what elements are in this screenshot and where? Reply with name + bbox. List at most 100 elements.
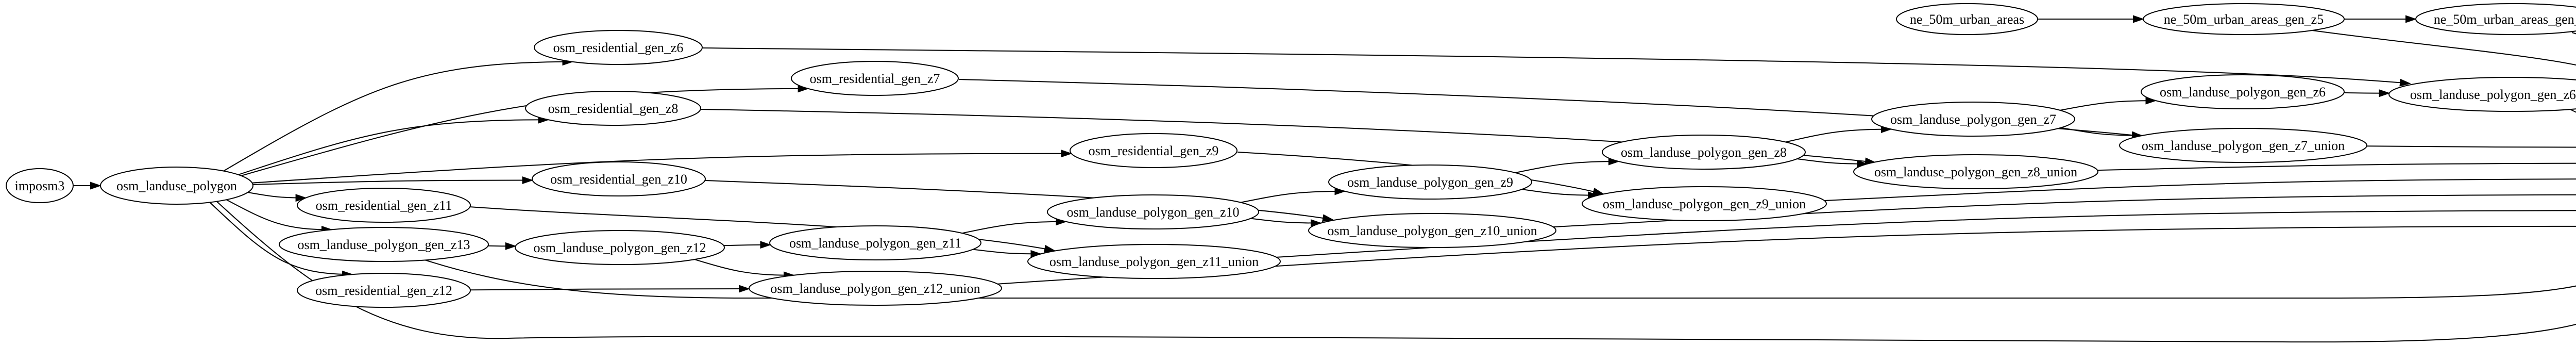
node-osm_landuse_polygon_gen_z6: osm_landuse_polygon_gen_z6 (2141, 74, 2345, 109)
node-osm_landuse_polygon_gen_z6_union: osm_landuse_polygon_gen_z6_union (2388, 77, 2576, 112)
node-osm_landuse_polygon_gen_z7_union: osm_landuse_polygon_gen_z7_union (2119, 128, 2367, 163)
node-label-ne_50m_urban_areas_gen_z4: ne_50m_urban_areas_gen_z4 (2434, 12, 2576, 27)
node-osm_residential_gen_z7: osm_residential_gen_z7 (791, 61, 959, 96)
node-ellipse-osm_landuse_polygon_gen_z6 (2141, 74, 2345, 109)
node-osm_landuse_polygon_gen_z10_union: osm_landuse_polygon_gen_z10_union (1308, 213, 1556, 248)
graph-edge-osm_landuse_polygon_gen_z11-to-osm_landuse_polygon_gen_z10 (962, 218, 1067, 234)
node-osm_landuse_polygon_gen_z10: osm_landuse_polygon_gen_z10 (1047, 194, 1259, 229)
node-label-osm_landuse_polygon_gen_z9: osm_landuse_polygon_gen_z9 (1347, 175, 1513, 190)
node-ellipse-osm_residential_gen_z8 (525, 91, 701, 126)
graph-edge-osm_landuse_polygon_gen_z8-to-osm_landuse_polygon_gen_z8_union (1797, 158, 1869, 168)
node-osm_landuse_polygon_gen_z7: osm_landuse_polygon_gen_z7 (1871, 102, 2075, 137)
graph-edge-osm_landuse_polygon-to-osm_residential_gen_z11 (247, 192, 307, 202)
node-label-osm_landuse_polygon_gen_z10: osm_landuse_polygon_gen_z10 (1066, 205, 1239, 220)
node-ellipse-osm_landuse_polygon_gen_z12_union (749, 271, 1002, 306)
node-label-osm_landuse_polygon_gen_z8_union: osm_landuse_polygon_gen_z8_union (1874, 164, 2077, 179)
graph-edge-osm_landuse_polygon_gen_z9_union-to-layer-landuse-z9 (1824, 178, 2576, 201)
node-osm_landuse_polygon_gen_z9: osm_landuse_polygon_gen_z9 (1328, 164, 1532, 200)
graph-edge-osm_landuse_polygon_gen_z9-to-osm_landuse_polygon_gen_z8 (1515, 157, 1620, 173)
graph-edge-osm_residential_gen_z12-to-osm_landuse_polygon_gen_z12_union (470, 285, 751, 293)
graph-edge-osm_landuse_polygon-to-layer-landuse-z14+ (216, 201, 2576, 343)
node-ellipse-osm_landuse_polygon_gen_z8_union (1853, 154, 2098, 189)
node-label-osm_landuse_polygon_gen_z6_union: osm_landuse_polygon_gen_z6_union (2410, 87, 2576, 102)
graph-edge-osm_landuse_polygon-to-osm_residential_gen_z6 (223, 58, 574, 172)
node-ellipse-osm_landuse_polygon_gen_z10_union (1308, 213, 1556, 248)
node-label-osm_landuse_polygon_gen_z10_union: osm_landuse_polygon_gen_z10_union (1327, 223, 1537, 238)
graph-edge-osm_landuse_polygon_gen_z9-to-osm_landuse_polygon_gen_z9_union (1522, 189, 1599, 200)
node-ellipse-ne_50m_urban_areas_gen_z5 (2143, 3, 2345, 35)
graph-edge-osm_residential_gen_z11-to-osm_landuse_polygon_gen_z11_union (469, 206, 1056, 253)
graph-edge-osm_landuse_polygon_gen_z13-to-layer-landuse-z13 (421, 258, 2576, 299)
node-label-imposm3: imposm3 (15, 178, 65, 193)
node-ne_50m_urban_areas_gen_z4: ne_50m_urban_areas_gen_z4 (2415, 3, 2576, 35)
node-ellipse-osm_residential_gen_z9 (1070, 133, 1238, 168)
graph-edge-osm_landuse_polygon-to-osm_landuse_polygon_gen_z13 (226, 199, 333, 234)
graph-edge-osm_landuse_polygon-to-osm_residential_gen_z9 (252, 150, 1073, 184)
node-label-osm_landuse_polygon_gen_z11: osm_landuse_polygon_gen_z11 (789, 236, 961, 251)
node-ellipse-osm_landuse_polygon_gen_z7_union (2119, 128, 2367, 163)
node-osm_landuse_polygon_gen_z9_union: osm_landuse_polygon_gen_z9_union (1582, 186, 1827, 221)
node-ne_50m_urban_areas: ne_50m_urban_areas (1896, 3, 2038, 35)
node-ellipse-ne_50m_urban_areas (1896, 3, 2038, 35)
node-label-osm_landuse_polygon_gen_z9_union: osm_landuse_polygon_gen_z9_union (1603, 196, 1806, 211)
graph-edge-osm_residential_gen_z6-to-osm_landuse_polygon_gen_z6_union (702, 47, 2411, 87)
node-label-osm_residential_gen_z10: osm_residential_gen_z10 (550, 172, 687, 187)
graph-edge-osm_landuse_polygon_gen_z12-to-osm_landuse_polygon_gen_z11 (723, 241, 772, 249)
node-label-osm_residential_gen_z7: osm_residential_gen_z7 (810, 71, 940, 86)
graph-edge-osm_landuse_polygon_gen_z11-to-osm_landuse_polygon_gen_z11_union (973, 249, 1042, 258)
node-ellipse-osm_residential_gen_z7 (791, 61, 959, 96)
node-ellipse-osm_landuse_polygon_gen_z6_union (2388, 77, 2576, 112)
node-osm_residential_gen_z12: osm_residential_gen_z12 (297, 273, 471, 308)
node-osm_landuse_polygon_gen_z13: osm_landuse_polygon_gen_z13 (279, 227, 489, 262)
node-label-osm_residential_gen_z6: osm_residential_gen_z6 (553, 40, 684, 55)
node-ellipse-osm_landuse_polygon_gen_z13 (279, 227, 489, 262)
graph-edge-osm_landuse_polygon-to-osm_residential_gen_z7 (241, 85, 809, 176)
node-ne_50m_urban_areas_gen_z5: ne_50m_urban_areas_gen_z5 (2143, 3, 2345, 35)
graph-edge-osm_landuse_polygon_gen_z7-to-osm_landuse_polygon_gen_z6 (2060, 96, 2157, 111)
node-label-osm_residential_gen_z8: osm_residential_gen_z8 (548, 101, 679, 116)
graph-edge-osm_landuse_polygon_gen_z8_union-to-layer-landuse-z8 (2097, 162, 2576, 171)
node-osm_residential_gen_z10: osm_residential_gen_z10 (532, 161, 706, 196)
graph-edge-osm_residential_gen_z10-to-osm_landuse_polygon_gen_z10_union (704, 180, 1334, 222)
node-ellipse-osm_landuse_polygon_gen_z10 (1047, 194, 1259, 229)
graph-edge-osm_landuse_polygon-to-osm_residential_gen_z12 (209, 202, 354, 278)
node-osm_residential_gen_z8: osm_residential_gen_z8 (525, 91, 701, 126)
graph-edge-osm_landuse_polygon_gen_z12_union-to-layer-landuse-z12 (997, 225, 2576, 285)
node-label-osm_residential_gen_z12: osm_residential_gen_z12 (315, 283, 452, 298)
graph-edge-osm_landuse_polygon_gen_z10-to-osm_landuse_polygon_gen_z9 (1241, 187, 1346, 203)
node-ellipse-osm_residential_gen_z11 (297, 188, 471, 223)
node-osm_residential_gen_z6: osm_residential_gen_z6 (534, 30, 703, 65)
node-ellipse-osm_landuse_polygon_gen_z8 (1602, 135, 1806, 170)
node-ellipse-osm_landuse_polygon_gen_z12 (515, 230, 725, 265)
node-ellipse-osm_landuse_polygon_gen_z9_union (1582, 186, 1827, 221)
node-osm_landuse_polygon_gen_z8_union: osm_landuse_polygon_gen_z8_union (1853, 154, 2098, 189)
node-label-osm_landuse_polygon_gen_z7: osm_landuse_polygon_gen_z7 (1890, 112, 2056, 127)
node-label-osm_landuse_polygon_gen_z7_union: osm_landuse_polygon_gen_z7_union (2142, 138, 2345, 153)
node-ellipse-osm_landuse_polygon_gen_z7 (1871, 102, 2075, 137)
node-ellipse-osm_landuse_polygon (100, 167, 253, 205)
node-ellipse-ne_50m_urban_areas_gen_z4 (2415, 3, 2576, 35)
node-ellipse-osm_landuse_polygon_gen_z9 (1328, 164, 1532, 200)
graph-edge-osm_landuse_polygon_gen_z6_union-to-layer-landuse-z6 (2569, 109, 2576, 113)
node-osm_residential_gen_z9: osm_residential_gen_z9 (1070, 133, 1238, 168)
graph-edge-osm_landuse_polygon_gen_z10-to-osm_landuse_polygon_gen_z10_union (1250, 218, 1322, 227)
node-label-osm_landuse_polygon_gen_z6: osm_landuse_polygon_gen_z6 (2160, 85, 2326, 100)
node-label-osm_residential_gen_z9: osm_residential_gen_z9 (1089, 143, 1219, 158)
node-ellipse-osm_residential_gen_z12 (297, 273, 471, 308)
graph-edge-osm_landuse_polygon-to-osm_residential_gen_z8 (238, 116, 550, 175)
node-label-osm_landuse_polygon_gen_z8: osm_landuse_polygon_gen_z8 (1621, 145, 1787, 160)
node-label-osm_residential_gen_z11: osm_residential_gen_z11 (316, 198, 452, 213)
node-ellipse-osm_landuse_polygon_gen_z11_union (1027, 244, 1281, 279)
node-osm_landuse_polygon_gen_z12: osm_landuse_polygon_gen_z12 (515, 230, 725, 265)
node-ellipse-osm_residential_gen_z6 (534, 30, 703, 65)
node-osm_landuse_polygon_gen_z11: osm_landuse_polygon_gen_z11 (769, 225, 981, 260)
graph-edge-osm_landuse_polygon_gen_z7-to-osm_landuse_polygon_gen_z7_union (2061, 127, 2144, 140)
node-ellipse-osm_residential_gen_z10 (532, 161, 706, 196)
graph-edge-osm_landuse_polygon_gen_z12-to-osm_landuse_polygon_gen_z12_union (694, 259, 795, 279)
node-ellipse-osm_landuse_polygon_gen_z11 (769, 225, 981, 260)
node-osm_landuse_polygon_gen_z8: osm_landuse_polygon_gen_z8 (1602, 135, 1806, 170)
graph-edge-osm_landuse_polygon_gen_z7_union-to-layer-landuse-z7 (2366, 145, 2576, 148)
node-label-osm_landuse_polygon_gen_z11_union: osm_landuse_polygon_gen_z11_union (1049, 254, 1259, 269)
